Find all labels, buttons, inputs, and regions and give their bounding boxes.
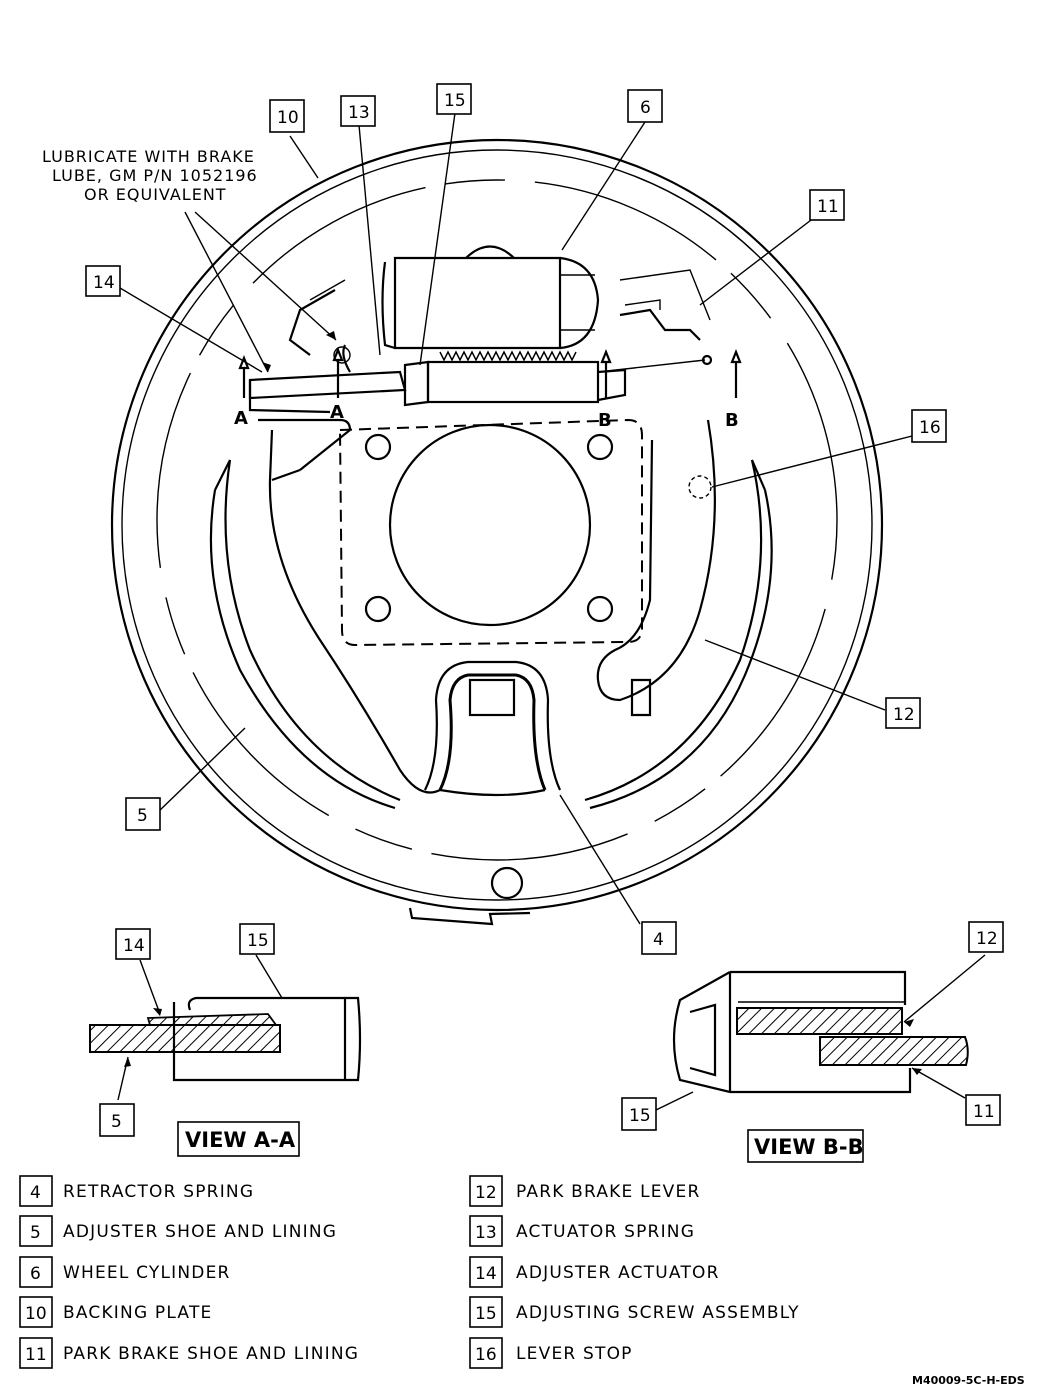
legend-item-16: 16 LEVER STOP xyxy=(469,1337,633,1369)
legend-item-11: 11 PARK BRAKE SHOE AND LINING xyxy=(19,1337,359,1369)
view-aa: 14 15 5 VIEW A-A xyxy=(89,923,362,1157)
adjusting-screw xyxy=(403,350,713,407)
svg-text:LEVER STOP: LEVER STOP xyxy=(516,1344,633,1364)
wheel-cylinder xyxy=(381,245,600,350)
actuator-spring-coils xyxy=(439,350,577,362)
section-markers: A A B B xyxy=(234,347,742,431)
svg-text:5: 5 xyxy=(111,1112,122,1132)
callout-4: 4 xyxy=(641,921,677,955)
svg-text:14: 14 xyxy=(93,273,115,293)
lever-stop xyxy=(630,475,712,717)
view-aa-title: VIEW A-A xyxy=(177,1121,300,1157)
legend-item-5: 5 ADJUSTER SHOE AND LINING xyxy=(19,1215,337,1247)
svg-text:6: 6 xyxy=(640,98,651,118)
svg-text:ADJUSTER ACTUATOR: ADJUSTER ACTUATOR xyxy=(516,1263,720,1283)
svg-text:12: 12 xyxy=(976,929,998,949)
view-aa-callout-15: 15 xyxy=(239,923,275,955)
svg-text:WHEEL CYLINDER: WHEEL CYLINDER xyxy=(63,1263,231,1283)
view-bb-callout-12: 12 xyxy=(968,921,1004,953)
svg-text:4: 4 xyxy=(653,930,664,950)
svg-text:ADJUSTER SHOE AND LINING: ADJUSTER SHOE AND LINING xyxy=(63,1222,337,1242)
callout-12: 12 xyxy=(885,697,921,729)
callout-5: 5 xyxy=(125,797,161,831)
svg-text:PARK BRAKE SHOE AND LINING: PARK BRAKE SHOE AND LINING xyxy=(63,1344,359,1364)
svg-text:11: 11 xyxy=(973,1102,995,1122)
svg-text:BACKING PLATE: BACKING PLATE xyxy=(63,1303,212,1323)
svg-text:6: 6 xyxy=(30,1264,41,1284)
view-bb: 12 15 11 VIEW B-B xyxy=(621,921,1004,1163)
view-bb-callout-11: 11 xyxy=(965,1094,1001,1126)
svg-text:5: 5 xyxy=(30,1223,41,1243)
svg-text:4: 4 xyxy=(30,1183,41,1203)
svg-text:10: 10 xyxy=(277,108,299,128)
svg-text:15: 15 xyxy=(475,1304,497,1324)
svg-text:12: 12 xyxy=(893,705,915,725)
callout-11: 11 xyxy=(809,189,845,221)
legend-item-10: 10 BACKING PLATE xyxy=(19,1296,212,1328)
view-aa-callout-5: 5 xyxy=(99,1103,135,1137)
svg-text:15: 15 xyxy=(444,91,466,111)
callout-15: 15 xyxy=(436,83,472,115)
view-aa-callout-14: 14 xyxy=(115,928,151,960)
svg-text:15: 15 xyxy=(247,931,269,951)
svg-text:10: 10 xyxy=(25,1304,47,1324)
svg-text:PARK BRAKE LEVER: PARK BRAKE LEVER xyxy=(516,1182,700,1202)
view-bb-callout-15: 15 xyxy=(621,1097,657,1131)
callout-10: 10 xyxy=(269,99,305,133)
legend-item-15: 15 ADJUSTING SCREW ASSEMBLY xyxy=(469,1296,800,1328)
svg-text:16: 16 xyxy=(919,418,941,438)
svg-text:ACTUATOR SPRING: ACTUATOR SPRING xyxy=(516,1222,695,1242)
callout-13: 13 xyxy=(340,95,376,127)
callout-16: 16 xyxy=(911,409,947,443)
callout-leaders xyxy=(119,112,917,925)
section-b-left: B xyxy=(598,410,612,431)
svg-text:VIEW B-B: VIEW B-B xyxy=(754,1135,864,1159)
legend-item-12: 12 PARK BRAKE LEVER xyxy=(469,1175,700,1207)
section-a-left: A xyxy=(234,408,248,429)
svg-text:5: 5 xyxy=(137,806,148,826)
section-a-right: A xyxy=(330,402,344,423)
svg-text:15: 15 xyxy=(629,1106,651,1126)
note-line-1: LUBRICATE WITH BRAKE xyxy=(42,147,255,166)
legend: 4 RETRACTOR SPRING 5 ADJUSTER SHOE AND L… xyxy=(19,1175,800,1369)
note-line-2: LUBE, GM P/N 1052196 xyxy=(52,166,258,185)
adjuster-shoe xyxy=(209,418,441,810)
hub-plate xyxy=(338,418,643,647)
callout-14: 14 xyxy=(85,265,121,297)
svg-text:RETRACTOR SPRING: RETRACTOR SPRING xyxy=(63,1182,254,1202)
lubricate-note: LUBRICATE WITH BRAKE LUBE, GM P/N 105219… xyxy=(42,147,337,373)
svg-text:12: 12 xyxy=(475,1183,497,1203)
svg-text:11: 11 xyxy=(25,1345,47,1365)
legend-item-6: 6 WHEEL CYLINDER xyxy=(19,1256,231,1288)
view-bb-title: VIEW B-B xyxy=(747,1129,864,1163)
callout-6: 6 xyxy=(627,89,663,123)
note-line-3: OR EQUIVALENT xyxy=(84,185,227,204)
figure-code: M40009-5C-H-EDS xyxy=(912,1374,1025,1387)
svg-text:11: 11 xyxy=(817,197,839,217)
svg-text:VIEW A-A: VIEW A-A xyxy=(185,1128,296,1152)
legend-item-14: 14 ADJUSTER ACTUATOR xyxy=(469,1256,720,1288)
svg-text:13: 13 xyxy=(348,103,370,123)
svg-text:14: 14 xyxy=(123,936,145,956)
legend-item-4: 4 RETRACTOR SPRING xyxy=(19,1175,254,1207)
park-brake-shoe xyxy=(584,419,773,810)
adjuster-actuator xyxy=(248,344,407,414)
legend-item-13: 13 ACTUATOR SPRING xyxy=(469,1215,695,1247)
svg-text:ADJUSTING SCREW ASSEMBLY: ADJUSTING SCREW ASSEMBLY xyxy=(516,1303,800,1323)
svg-text:14: 14 xyxy=(475,1264,497,1284)
backing-plate xyxy=(110,138,884,926)
svg-text:13: 13 xyxy=(475,1223,497,1243)
park-brake-lever-top xyxy=(288,269,711,356)
svg-text:16: 16 xyxy=(475,1345,497,1365)
section-b-right: B xyxy=(725,410,739,431)
retractor-spring xyxy=(424,660,561,797)
